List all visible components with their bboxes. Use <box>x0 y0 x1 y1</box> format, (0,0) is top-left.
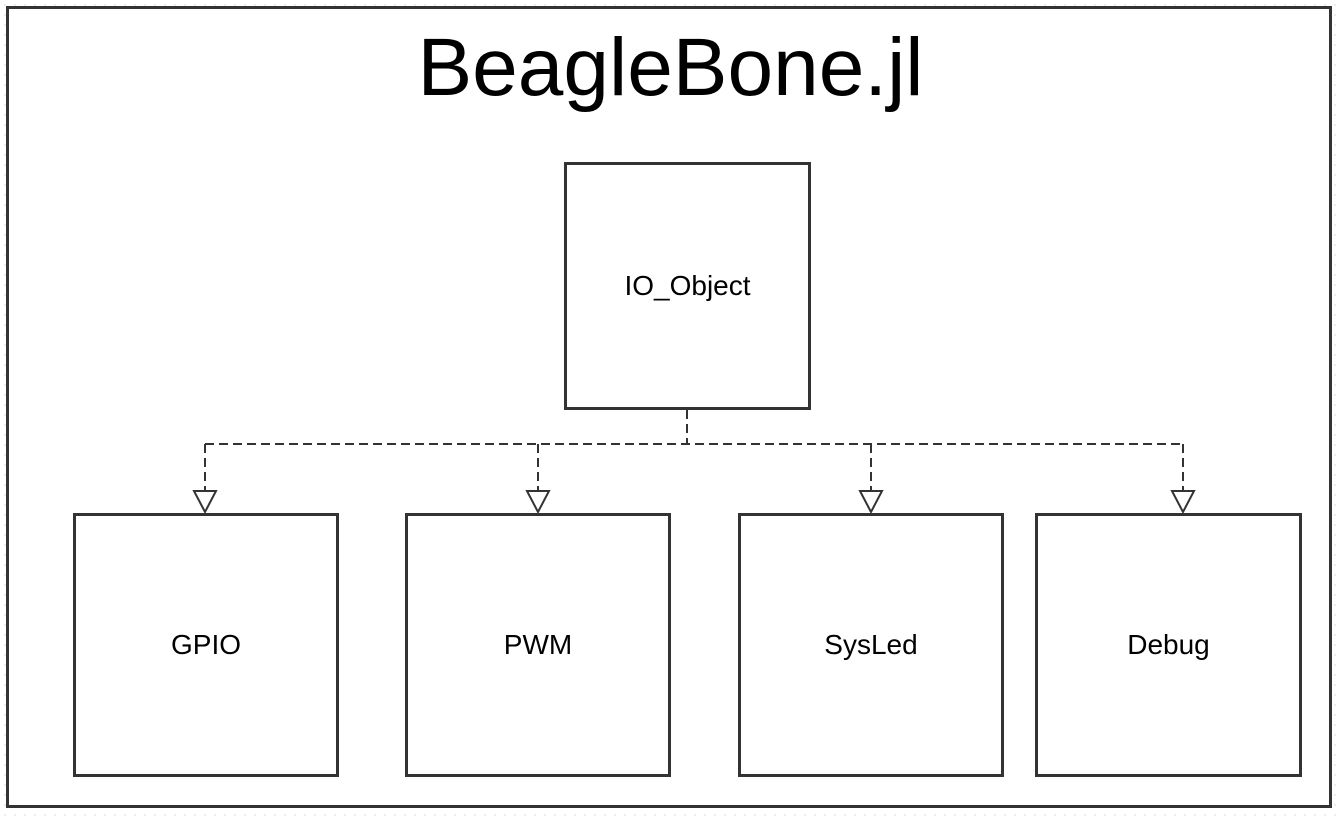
diagram-title: BeagleBone.jl <box>417 22 924 113</box>
class-box-gpio: GPIO <box>73 513 339 777</box>
class-box-io-object: IO_Object <box>564 162 811 410</box>
class-label: PWM <box>503 629 573 660</box>
arrowhead-pwm <box>525 490 551 515</box>
arrowhead-debug <box>1170 490 1196 515</box>
class-box-pwm: PWM <box>405 513 671 777</box>
class-label: GPIO <box>170 629 241 660</box>
class-box-debug: Debug <box>1035 513 1302 777</box>
arrowhead-sysled <box>858 490 884 515</box>
class-label: SysLed <box>824 629 918 660</box>
arrowhead-gpio <box>192 490 218 515</box>
class-label: Debug <box>1127 629 1210 660</box>
class-box-sysled: SysLed <box>738 513 1004 777</box>
class-label: IO_Object <box>624 270 751 301</box>
